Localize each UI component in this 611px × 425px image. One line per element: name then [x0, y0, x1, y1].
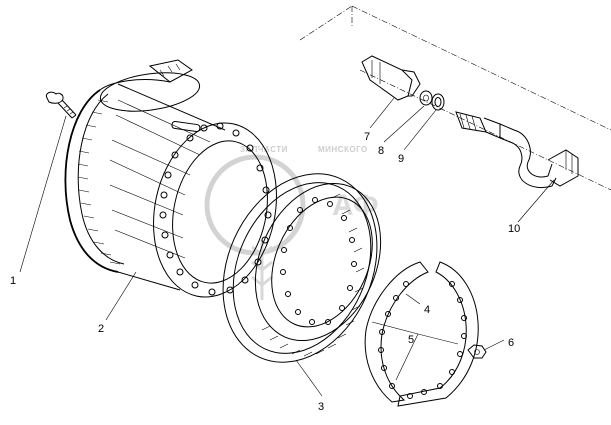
callout-8: 8 [378, 145, 384, 157]
part-5-clamp-segment [397, 261, 479, 407]
part-8-washer [419, 90, 433, 106]
watermark-logo: АФ [332, 189, 379, 222]
watermark: ЗАПЧАСТИ МИНСКОГО АФ [204, 145, 379, 300]
callout-4: 4 [424, 304, 430, 316]
callout-2: 2 [98, 323, 104, 335]
leader-lines [19, 97, 555, 397]
callout-6: 6 [508, 337, 514, 349]
callout-9: 9 [398, 153, 404, 165]
part-4-clamp-segment [364, 261, 429, 403]
part-2-stator-drum [64, 59, 277, 298]
parts-panel-bottom [359, 69, 611, 191]
part-1-bolt [45, 91, 77, 119]
watermark-right: МИНСКОГО [318, 145, 368, 154]
callout-10: 10 [508, 223, 520, 235]
callout-3: 3 [318, 401, 324, 413]
part-7-plug [361, 55, 421, 101]
part-3-laminated-ring [222, 173, 382, 363]
part-10-pipe [455, 111, 579, 188]
watermark-left: ЗАПЧАСТИ [240, 145, 288, 154]
callout-5: 5 [408, 334, 414, 346]
part-6-nut [467, 344, 487, 359]
callout-1: 1 [10, 275, 16, 287]
parts-panel-outline [299, 5, 611, 131]
watermark-ring [204, 154, 306, 256]
callout-7: 7 [364, 131, 370, 143]
part-9-ring [431, 93, 445, 111]
